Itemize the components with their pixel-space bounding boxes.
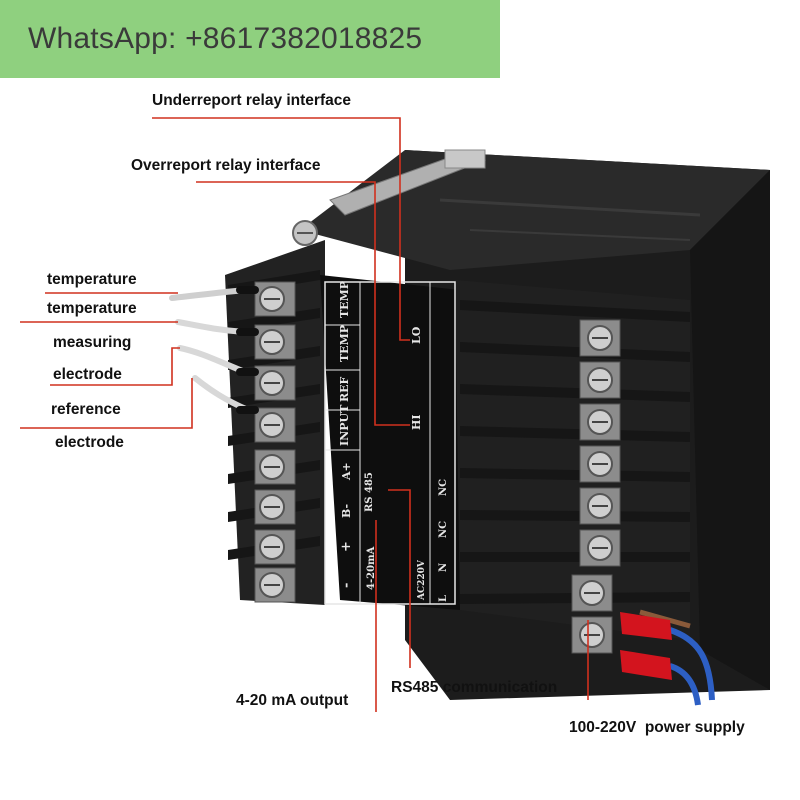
callout-electrode-2: electrode — [55, 434, 124, 451]
callout-4-20ma-output: 4-20 mA output — [236, 692, 349, 709]
red-crimp-terminal — [620, 612, 672, 640]
terminal-label-l: L — [438, 595, 449, 602]
callout-power-supply: 100-220V power supply — [569, 719, 745, 736]
right-terminal-block — [460, 300, 690, 654]
whatsapp-banner: WhatsApp: +8617382018825 — [0, 0, 500, 78]
terminal-label-hi: HI — [410, 414, 423, 430]
ma-group-label: 4-20mA — [366, 546, 377, 590]
terminal-label-temp-2: TEMP — [338, 325, 351, 362]
terminal-label-minus: - — [339, 583, 354, 588]
whatsapp-banner-text: WhatsApp: +8617382018825 — [28, 22, 423, 55]
callout-lines — [20, 117, 589, 712]
terminal-label-lo: LO — [410, 326, 423, 344]
terminal-label-plus: + — [339, 541, 354, 552]
left-terminal-block — [228, 270, 320, 603]
terminal-label-nc-1: NC — [438, 479, 449, 496]
terminal-label-temp-1: TEMP — [338, 281, 351, 318]
callout-measuring: measuring — [53, 334, 132, 351]
rs485-group-label: RS 485 — [364, 472, 375, 512]
left-terminal-screws — [254, 281, 296, 603]
callout-temperature-2: temperature — [47, 300, 137, 317]
terminal-label-input: INPUT — [338, 404, 351, 446]
power-wires — [620, 609, 715, 706]
terminal-label-nc-2: NC — [438, 521, 449, 538]
ac-group-label: AC220V — [417, 559, 427, 601]
terminal-label-ref: REF — [338, 376, 351, 402]
callout-reference: reference — [51, 401, 121, 418]
right-terminal-screws — [571, 319, 621, 654]
callout-electrode-1: electrode — [53, 366, 122, 383]
callout-rs485-communication: RS485 communication — [391, 679, 558, 696]
terminal-label-b-minus: B- — [340, 504, 353, 518]
callout-underreport-relay: Underreport relay interface — [152, 92, 351, 109]
terminal-legend-panel: TEMP TEMP REF INPUT A+ B- + - RS 485 4-2… — [324, 281, 456, 605]
sensor-wires — [169, 286, 259, 414]
red-crimp-terminal — [620, 650, 672, 680]
terminal-label-n: N — [438, 563, 449, 572]
callout-overreport-relay: Overreport relay interface — [131, 157, 321, 174]
terminal-label-a-plus: A+ — [340, 462, 353, 481]
callout-temperature-1: temperature — [47, 271, 137, 288]
